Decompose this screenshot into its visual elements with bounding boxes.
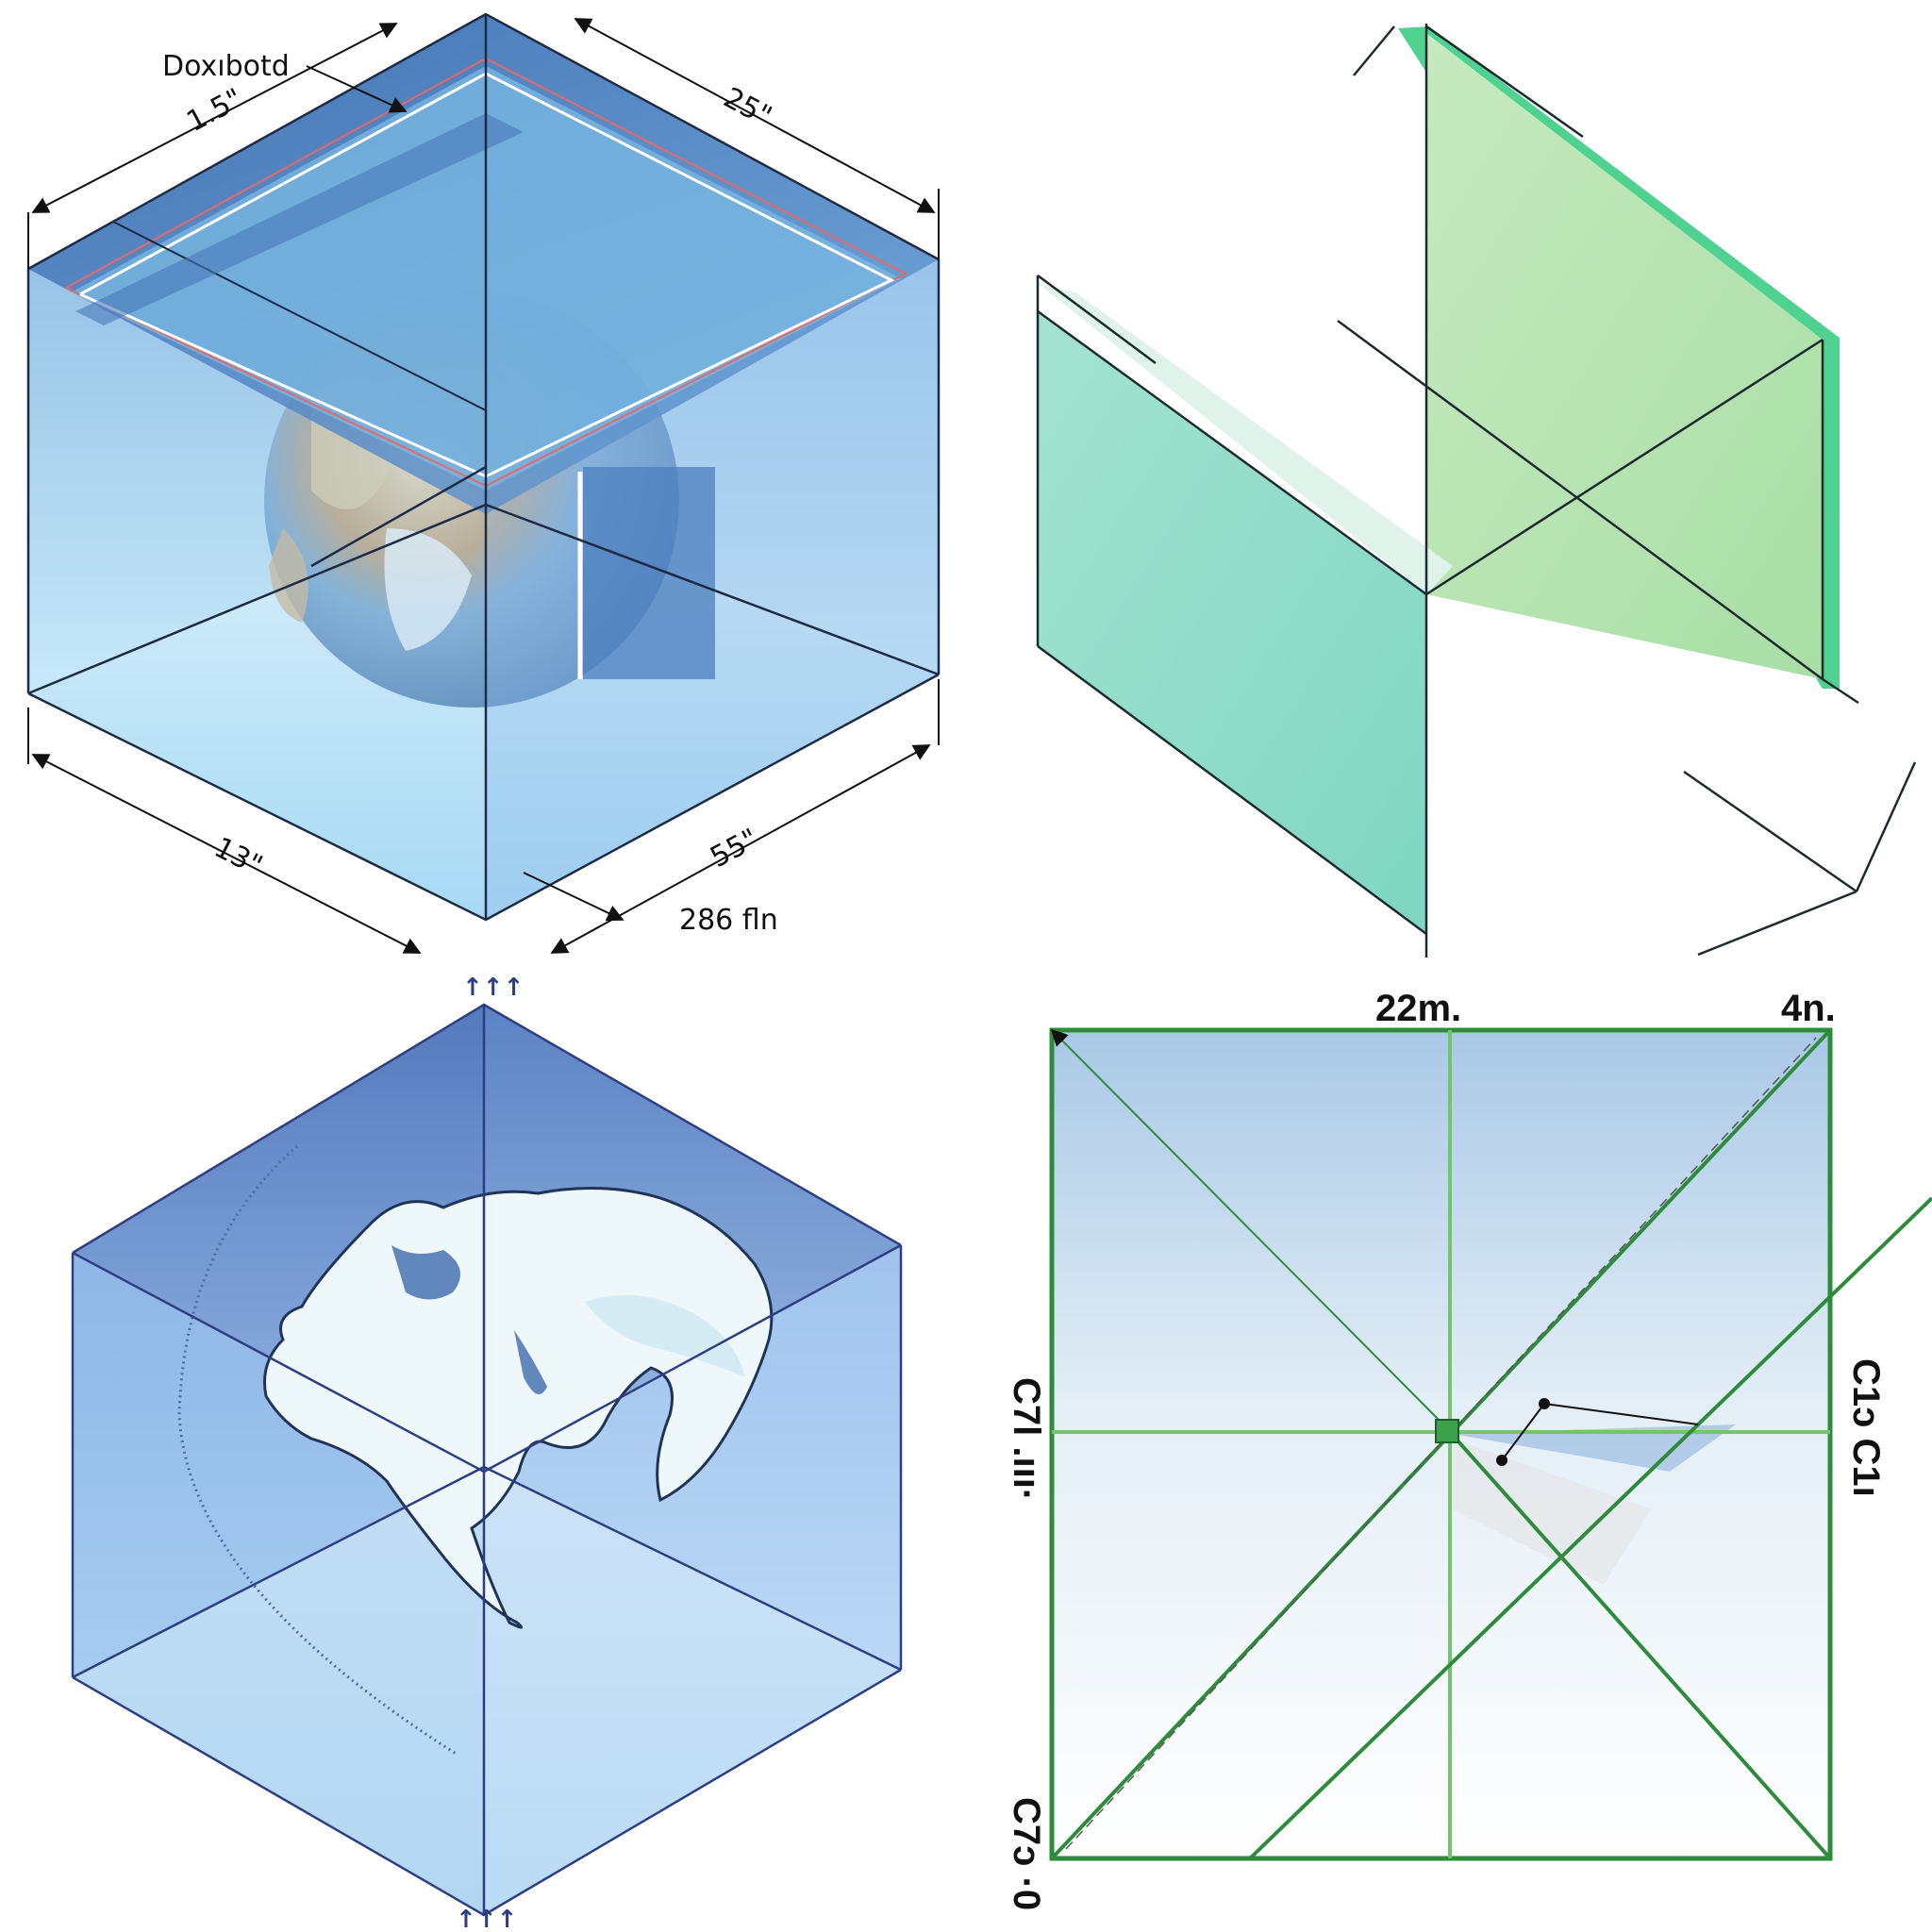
dimension-bottom-left: 13" [208, 831, 267, 883]
panel-cube-dimensions: Doxıbotd 1.5" 25" 13" 55" 286 fln [26, 12, 941, 954]
label-bottom-left: C7ɔ ·0 [1006, 1797, 1047, 1910]
plane-edges [1036, 24, 1917, 958]
bottom-arrows-marker: ↑↑↑ [456, 1906, 517, 1932]
green-plane-right [1426, 33, 1823, 679]
label-left: C7l .ııı· [1006, 1377, 1047, 1501]
world-map-landmass [262, 1187, 774, 1629]
inner-panel [583, 467, 715, 679]
pointer-dot-2 [1496, 1455, 1507, 1466]
label-right: C1ɔ C1ı [1845, 1358, 1887, 1497]
gc-edges [71, 1003, 903, 1917]
dimension-lines [27, 18, 940, 954]
panel-square-grid: 22m. 4n. C7l .ııı· C1ɔ C1ı C7ɔ ·0 [1006, 988, 1932, 1910]
panel-green-planes [1036, 24, 1917, 958]
label-top-right: 4n. [1781, 988, 1836, 1029]
dimension-bottom-right: 55" [705, 823, 763, 874]
dimension-front: 286 fln [679, 904, 778, 937]
panel-globe-cube: ↑↑↑ ↑↑↑ [71, 974, 903, 1932]
dimension-top-right: 25" [718, 81, 776, 133]
label-top-center: 22m. [1375, 988, 1461, 1029]
center-node [1435, 1419, 1459, 1443]
callout-label: Doxıbotd [162, 50, 290, 83]
green-plane-left-highlight [1038, 283, 1453, 594]
dimension-top-left: 1.5" [181, 82, 248, 139]
pointer-dot-1 [1539, 1398, 1550, 1409]
orbit-arc [177, 1144, 458, 1757]
top-arrows-marker: ↑↑↑ [462, 974, 524, 1002]
gc-front-right-face [484, 1245, 901, 1915]
green-plane-left [1038, 311, 1426, 934]
